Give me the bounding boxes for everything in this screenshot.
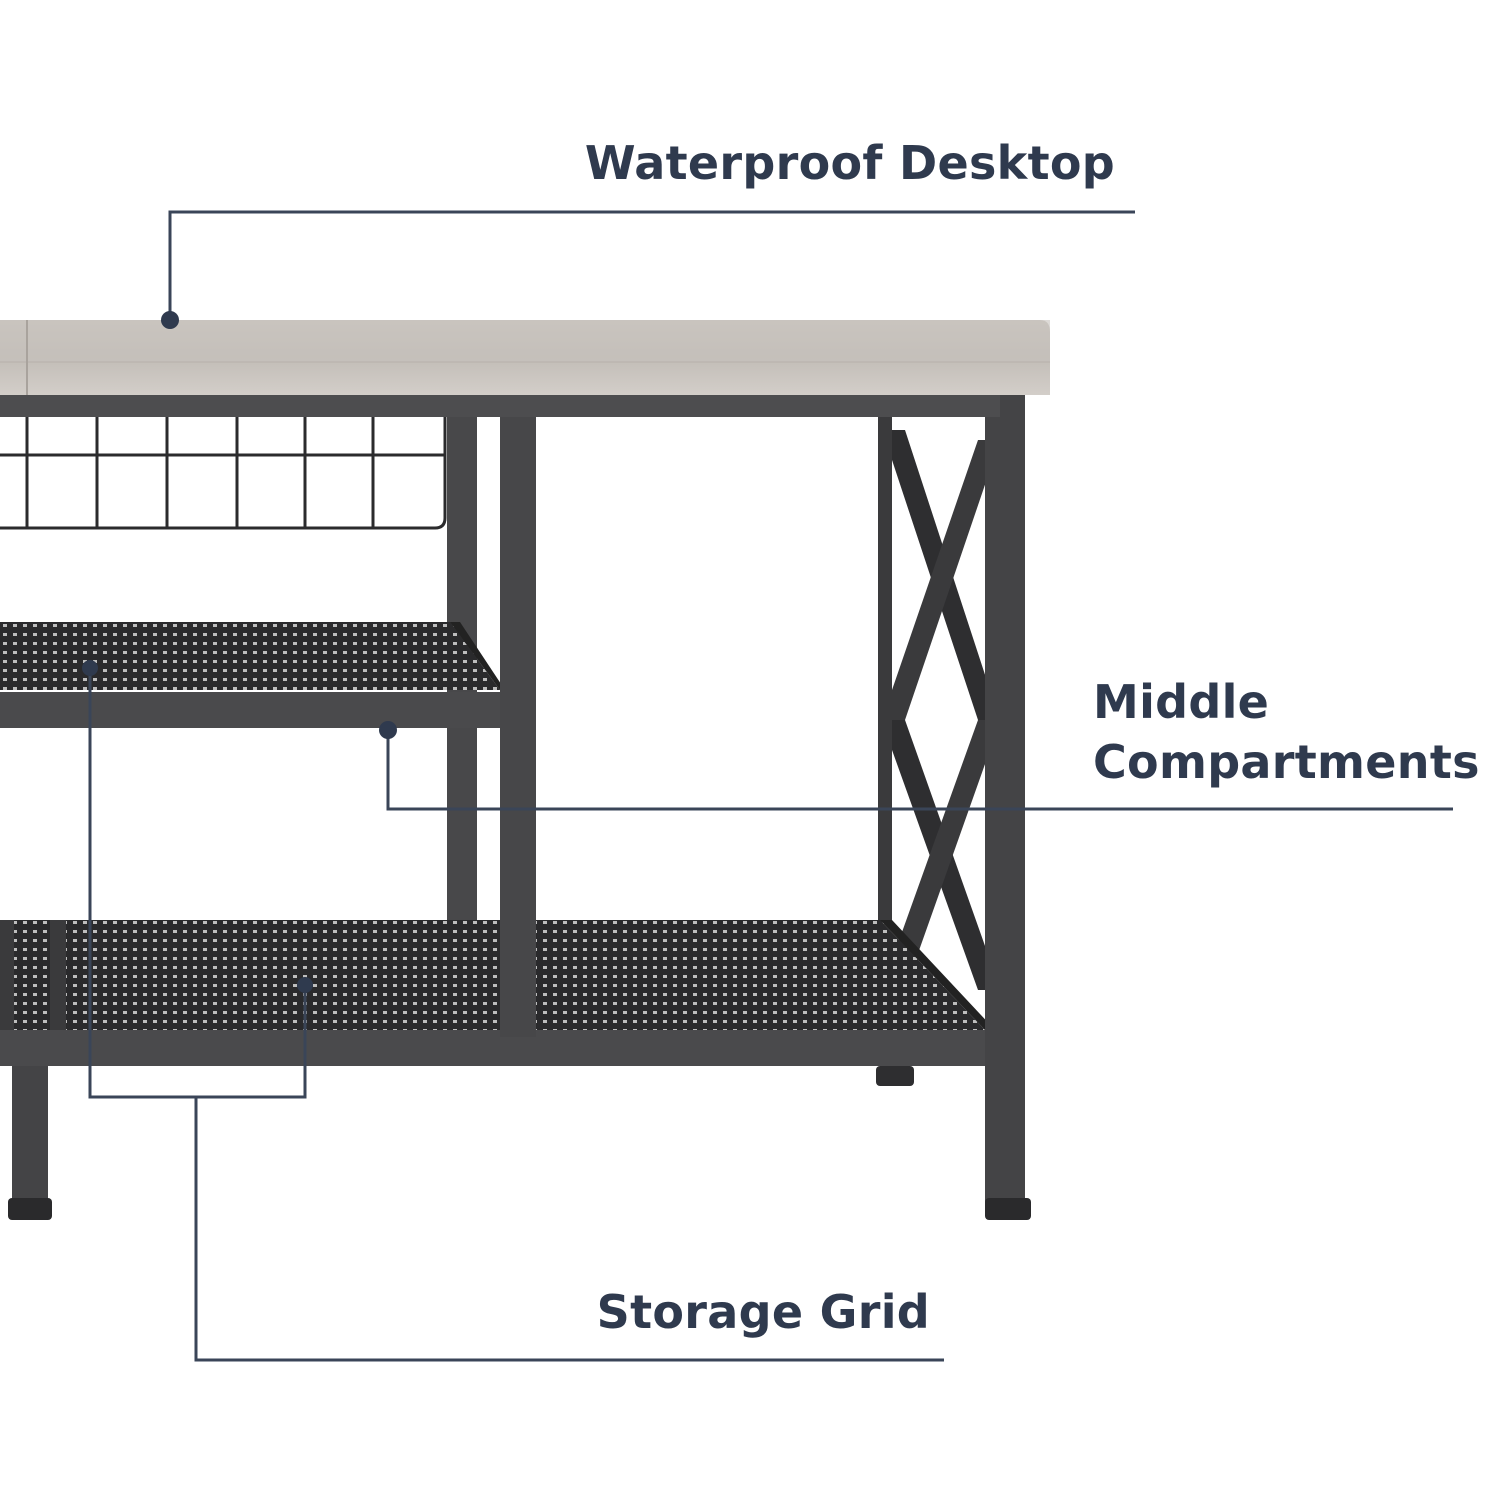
desktop-board <box>0 320 1050 395</box>
callout-label-middle-line1: Middle <box>1093 675 1270 729</box>
callout-dot-grid-upper <box>82 660 98 676</box>
callout-dot-middle <box>379 721 397 739</box>
callout-label-desktop: Waterproof Desktop <box>584 136 1115 190</box>
middle-shelf-mesh <box>0 622 500 690</box>
wire-basket <box>0 417 447 530</box>
callout-label-middle-line2: Compartments <box>1093 735 1480 789</box>
callout-label-middle: Middle Compartments <box>1093 672 1480 792</box>
callout-dot-desktop <box>161 311 179 329</box>
table-frame <box>0 395 1031 1220</box>
bottom-shelf-mesh <box>0 920 985 1030</box>
callout-dot-grid-lower <box>297 977 313 993</box>
callout-label-storage: Storage Grid <box>596 1285 930 1339</box>
callout-lines <box>88 210 1453 1362</box>
